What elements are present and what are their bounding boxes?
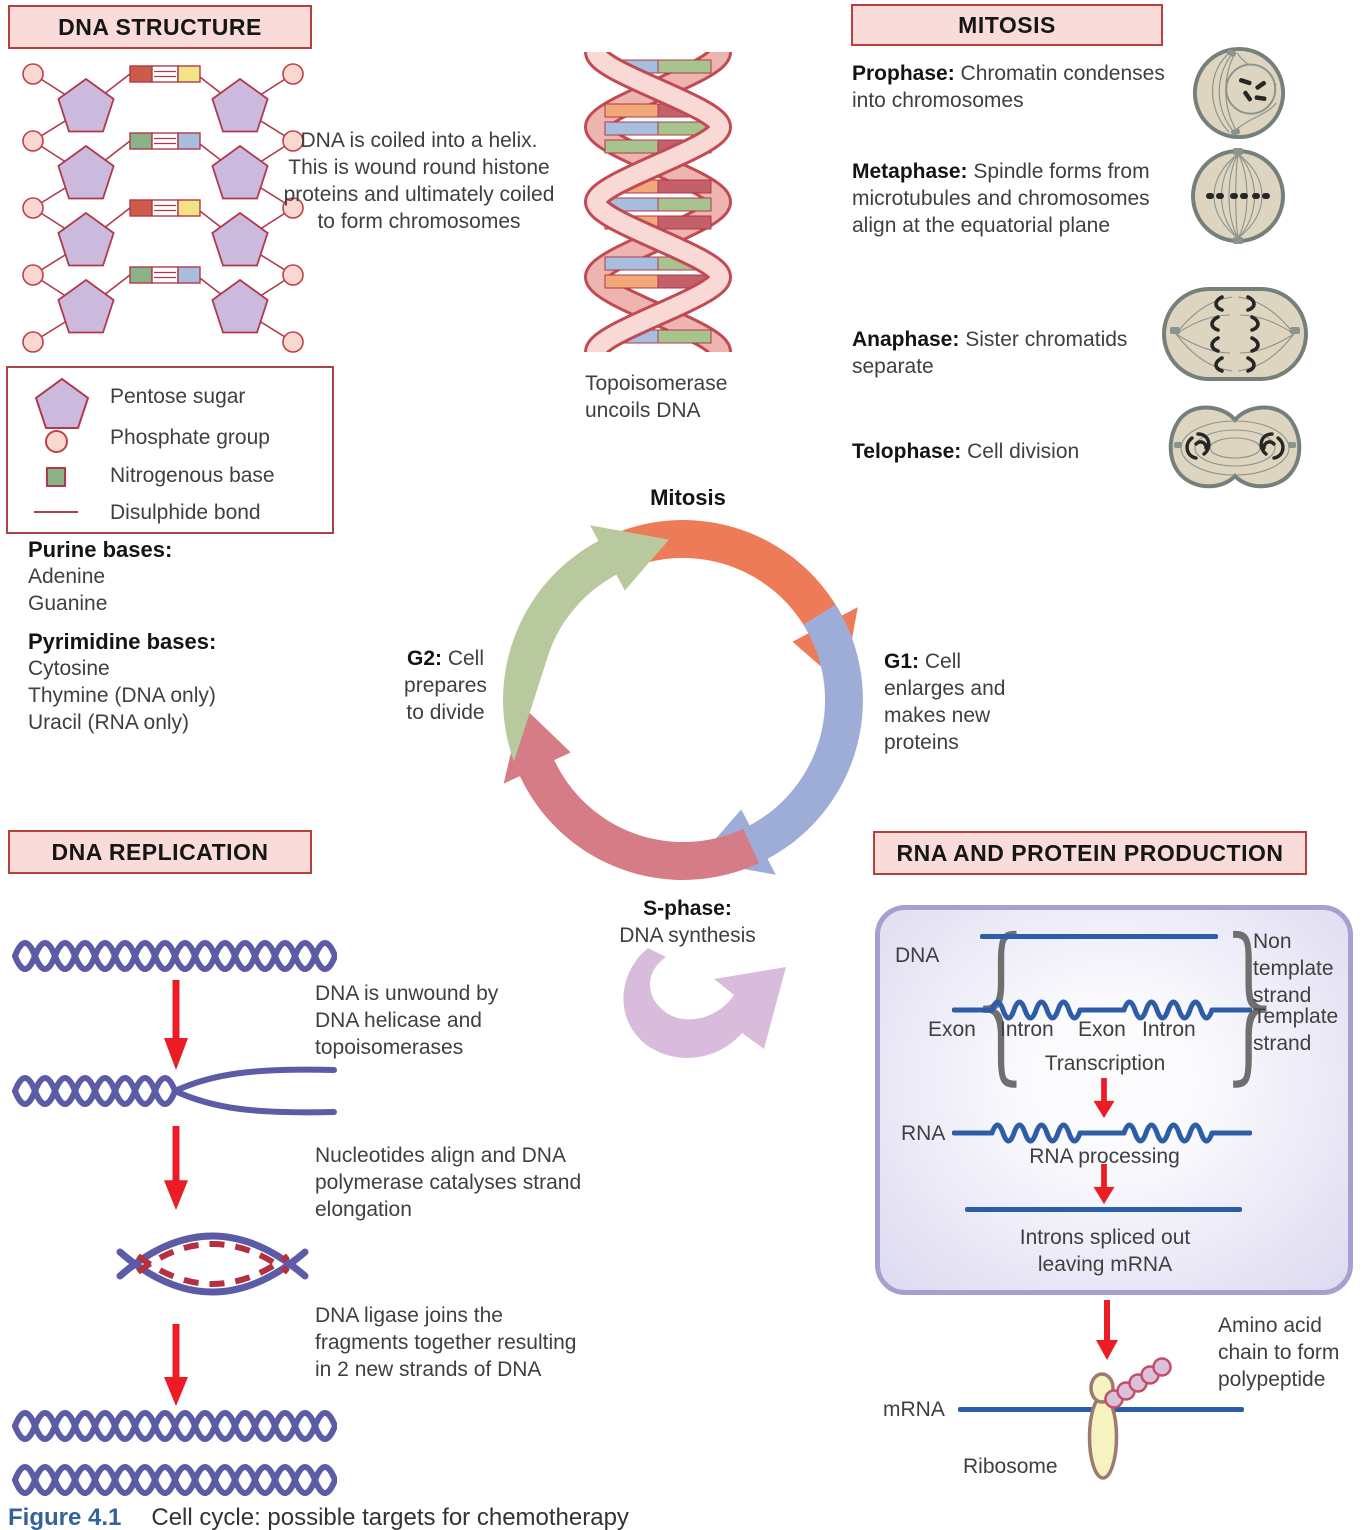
- amino-acid-label: Amino acid chain to form polypeptide: [1218, 1314, 1340, 1391]
- rna-processing-label: RNA processing: [1029, 1145, 1180, 1168]
- prophase-cell-illustration: [1192, 46, 1286, 140]
- s-phase-arrow: [623, 948, 786, 1058]
- dna-strand-label: DNA: [895, 944, 940, 967]
- transcription-label: Transcription: [1044, 1052, 1166, 1075]
- dna-structure-header: DNA STRUCTURE: [8, 5, 312, 49]
- dna-legend-box: Pentose sugar Phosphate group Nitrogenou…: [6, 366, 334, 534]
- metaphase-cell-illustration: [1191, 148, 1285, 244]
- rna-panel-box: [875, 905, 1353, 1295]
- mrna-spliced-line: [965, 1207, 1242, 1212]
- replication-step-3: DNA ligase joins the fragments together …: [315, 1304, 577, 1381]
- dna-ladder-diagram: [22, 63, 304, 353]
- template-strand-line: [952, 999, 1252, 1021]
- anaphase-text: Anaphase: Sister chromatids separate: [852, 328, 1128, 378]
- phosphate-groups: [22, 63, 304, 353]
- introns-spliced-label: Introns spliced out leaving mRNA: [1019, 1226, 1191, 1276]
- mitosis-header: MITOSIS: [851, 4, 1163, 46]
- telophase-cell-illustration: [1168, 405, 1302, 489]
- purine-item: Guanine: [28, 592, 108, 615]
- cell-cycle-mitosis-label: Mitosis: [650, 485, 726, 510]
- dna-fork-strand: [12, 1066, 337, 1116]
- legend-label: Pentose sugar: [110, 385, 246, 408]
- cycle-arrow-rose: [503, 705, 760, 880]
- dna-replication-header: DNA REPLICATION: [8, 830, 312, 874]
- metaphase-text: Metaphase: Spindle forms from microtubul…: [852, 160, 1150, 237]
- dna-coil-text: DNA is coiled into a helix. This is woun…: [283, 129, 555, 233]
- line-icon: [34, 511, 78, 513]
- non-template-strand-label: Non template strand: [1253, 930, 1334, 1007]
- ribosome-label: Ribosome: [963, 1455, 1058, 1478]
- anaphase-cell-illustration: [1162, 287, 1308, 381]
- cycle-arrow-green: [503, 525, 669, 762]
- circle-icon: [45, 430, 68, 453]
- dna-helix-illustration: [583, 52, 733, 352]
- right-brace: }: [1211, 903, 1293, 1101]
- rna-strand-label: RNA: [901, 1122, 946, 1145]
- exon-label: Exon: [1078, 1018, 1126, 1041]
- pentagon-icon: [34, 377, 90, 429]
- pyrimidine-heading: Pyrimidine bases:: [28, 629, 217, 654]
- purine-heading: Purine bases:: [28, 537, 173, 562]
- g1-label: G1: Cell enlarges and makes new proteins: [884, 650, 1006, 754]
- legend-label: Nitrogenous base: [110, 464, 275, 487]
- rna-strand-line: [952, 1122, 1252, 1144]
- g2-label: G2: Cell prepares to divide: [404, 647, 487, 724]
- base-pair-bars: [129, 65, 201, 284]
- intron-label: Intron: [1142, 1018, 1196, 1041]
- mrna-label: mRNA: [883, 1398, 945, 1421]
- ribosome-illustration: [1087, 1357, 1172, 1480]
- pyrimidine-item: Cytosine: [28, 657, 110, 680]
- red-arrow-icon: [1093, 1078, 1115, 1119]
- caption-text: Cell cycle: possible targets for chemoth…: [151, 1504, 629, 1530]
- dna-structure-title: DNA STRUCTURE: [58, 13, 262, 40]
- red-arrow-icon: [164, 1324, 188, 1407]
- pyrimidine-item: Thymine (DNA only): [28, 684, 216, 707]
- cycle-arrow-blue: [697, 604, 863, 875]
- non-template-strand-line: [980, 934, 1218, 939]
- dna-new-strand: [12, 1410, 337, 1442]
- red-arrow-icon: [1096, 1300, 1118, 1360]
- figure-caption: Figure 4.1 Cell cycle: possible targets f…: [8, 1504, 629, 1530]
- s-phase-label: S-phase: DNA synthesis: [619, 897, 756, 947]
- rna-protein-header: RNA AND PROTEIN PRODUCTION: [873, 831, 1307, 875]
- figure-number: Figure 4.1: [8, 1504, 122, 1530]
- replication-step-1: DNA is unwound by DNA helicase and topoi…: [315, 982, 499, 1059]
- replication-step-2: Nucleotides align and DNA polymerase cat…: [315, 1144, 582, 1221]
- red-arrow-icon: [164, 1126, 188, 1211]
- dna-coil-strand: [12, 940, 337, 972]
- replication-bubble: [116, 1232, 309, 1296]
- intron-label: Intron: [1000, 1018, 1054, 1041]
- square-icon: [46, 467, 66, 487]
- telophase-text: Telophase: Cell division: [852, 440, 1080, 463]
- template-strand-label: Template strand: [1253, 1005, 1339, 1055]
- red-arrow-icon: [164, 980, 188, 1070]
- dna-replication-title: DNA REPLICATION: [51, 838, 269, 865]
- cell-cycle-diagram: [503, 520, 863, 880]
- left-brace: {: [961, 903, 1043, 1101]
- purine-item: Adenine: [28, 565, 106, 588]
- cycle-arrow-orange: [535, 520, 858, 686]
- legend-label: Phosphate group: [110, 426, 270, 449]
- rna-protein-title: RNA AND PROTEIN PRODUCTION: [896, 839, 1284, 866]
- red-arrow-icon: [1093, 1164, 1115, 1205]
- mitosis-title: MITOSIS: [958, 11, 1056, 38]
- prophase-text: Prophase: Chromatin condenses into chrom…: [852, 62, 1165, 112]
- legend-label: Disulphide bond: [110, 501, 261, 524]
- exon-label: Exon: [928, 1018, 976, 1041]
- dna-new-strand: [12, 1464, 337, 1496]
- pyrimidine-item: Uracil (RNA only): [28, 711, 190, 734]
- topoisomerase-label: Topoisomerase uncoils DNA: [585, 372, 728, 422]
